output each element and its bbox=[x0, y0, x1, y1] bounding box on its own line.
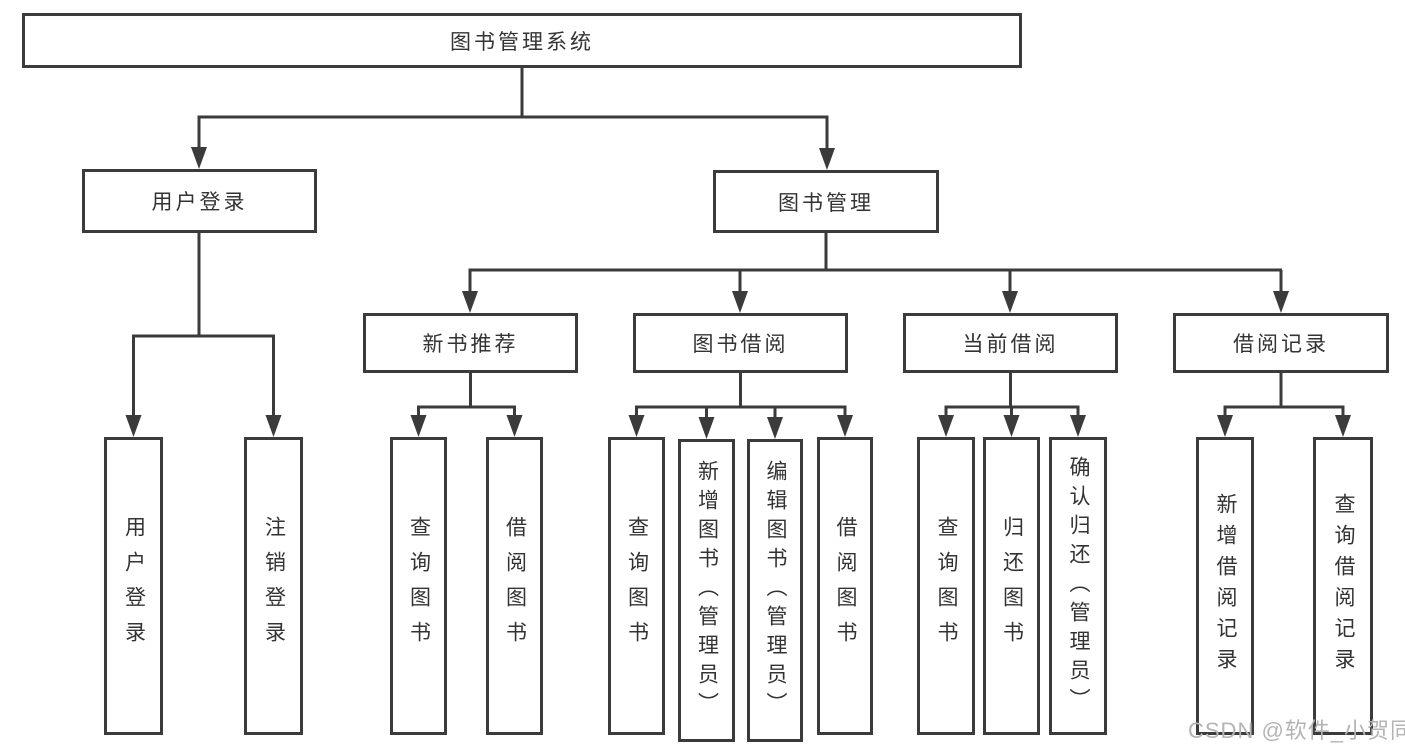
node-label: 图书管理系统 bbox=[450, 30, 594, 54]
leaf-label: 编辑图书（管理员） bbox=[764, 460, 787, 721]
leaf-add-borrow-record: 新增借阅记录 bbox=[1196, 437, 1254, 735]
leaf-edit-books-admin: 编辑图书（管理员） bbox=[747, 439, 803, 742]
leaf-query-books-current: 查询图书 bbox=[917, 437, 975, 735]
leaf-label: 新增图书（管理员） bbox=[695, 460, 719, 721]
csdn-watermark: CSDN @软件_小贺同学 bbox=[1188, 718, 1405, 743]
arrowheads bbox=[125, 147, 1351, 439]
node-label: 新书推荐 bbox=[422, 333, 519, 356]
node-label: 借阅记录 bbox=[1233, 333, 1329, 356]
leaf-borrow-books-recommend: 借阅图书 bbox=[486, 437, 543, 735]
leaf-label: 注销登录 bbox=[262, 516, 286, 656]
leaf-label: 借阅图书 bbox=[503, 516, 527, 656]
node-book-management: 图书管理 bbox=[713, 170, 939, 233]
node-book-borrow: 图书借阅 bbox=[633, 313, 848, 373]
node-label: 当前借阅 bbox=[962, 333, 1059, 356]
leaf-return-books: 归还图书 bbox=[983, 437, 1040, 735]
leaf-query-books-borrow: 查询图书 bbox=[608, 437, 665, 735]
node-new-book-recommend: 新书推荐 bbox=[363, 313, 578, 373]
leaf-label: 查询图书 bbox=[935, 516, 958, 656]
leaf-confirm-return-admin: 确认归还（管理员） bbox=[1049, 437, 1107, 735]
leaf-label: 查询借阅记录 bbox=[1332, 493, 1355, 679]
leaf-label: 借阅图书 bbox=[834, 516, 857, 656]
leaf-label: 用户登录 bbox=[122, 516, 146, 656]
leaf-add-books-admin: 新增图书（管理员） bbox=[678, 439, 735, 742]
leaf-label: 查询图书 bbox=[625, 516, 649, 656]
node-label: 图书管理 bbox=[778, 191, 874, 215]
node-label: 图书借阅 bbox=[692, 333, 789, 356]
node-current-borrow: 当前借阅 bbox=[903, 313, 1118, 373]
node-label: 用户登录 bbox=[151, 191, 248, 214]
node-borrow-records: 借阅记录 bbox=[1173, 313, 1389, 373]
leaf-query-books-recommend: 查询图书 bbox=[390, 437, 447, 735]
leaf-label: 新增借阅记录 bbox=[1214, 493, 1237, 679]
leaf-logout: 注销登录 bbox=[244, 437, 303, 735]
leaf-query-borrow-record: 查询借阅记录 bbox=[1313, 437, 1373, 735]
node-library-management-system: 图书管理系统 bbox=[22, 13, 1022, 68]
leaf-user-login: 用户登录 bbox=[104, 437, 163, 735]
leaf-borrow-books: 借阅图书 bbox=[817, 437, 873, 735]
leaf-label: 确认归还（管理员） bbox=[1067, 455, 1090, 717]
node-user-login: 用户登录 bbox=[82, 169, 317, 233]
leaf-label: 归还图书 bbox=[1000, 516, 1024, 656]
leaf-label: 查询图书 bbox=[407, 516, 431, 656]
